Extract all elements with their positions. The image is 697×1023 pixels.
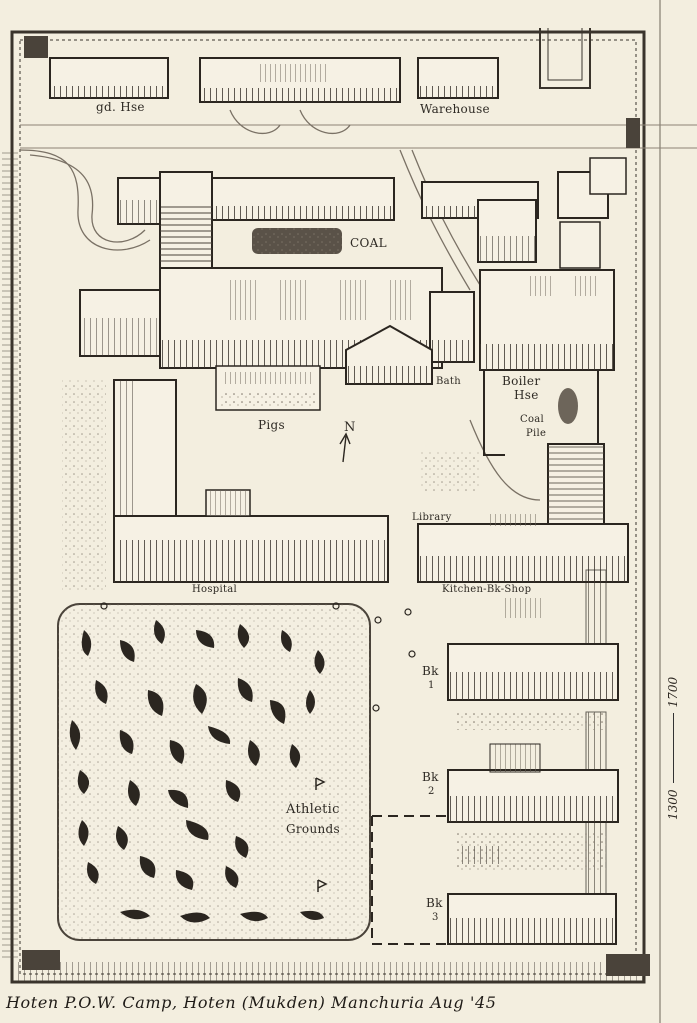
barracks-2-label-a: Bk <box>422 770 439 784</box>
athletic-grounds <box>57 603 371 941</box>
coal-pile-label-1: Coal <box>520 414 545 425</box>
library-label: Library <box>412 512 452 523</box>
guard-tower-icons <box>22 36 650 976</box>
upper-right-buildings <box>421 157 627 269</box>
mess-building-top <box>207 177 395 221</box>
coal-heap <box>252 228 342 254</box>
gate-structure <box>539 28 591 89</box>
barracks-3-label-a: Bk <box>426 896 443 910</box>
boiler-yard-walls <box>483 370 599 456</box>
yard-stipple-center <box>420 452 480 492</box>
bath-label: Bath <box>436 376 461 387</box>
camp-roads <box>19 109 541 501</box>
athletic-grounds-label-1: Athletic <box>286 802 340 817</box>
small-shed-left <box>117 177 161 225</box>
pigs-label: Pigs <box>258 418 285 432</box>
kitchen-label: Kitchen-Bk-Shop <box>442 584 532 595</box>
barracks-1-label-a: Bk <box>422 664 439 678</box>
boiler-house-building <box>479 269 615 371</box>
hospital-building <box>113 379 389 583</box>
boiler-house-label-1: Boiler <box>502 374 541 388</box>
bath-house-building <box>345 324 433 385</box>
yard-stipple-left <box>62 380 106 590</box>
barracks-2-building <box>447 743 619 872</box>
north-arrow-icon <box>339 432 351 463</box>
barracks-2-label-b: 2 <box>428 786 435 797</box>
camp-wall <box>2 30 646 984</box>
tower-tall-right <box>547 443 605 531</box>
scale-left-value: 1300 <box>666 789 680 820</box>
hospital-label: Hospital <box>192 584 238 595</box>
barracks-3-label-b: 3 <box>432 912 439 923</box>
coal-pile-mark <box>558 388 578 424</box>
scale-annotation: 1300 1700 <box>666 677 680 820</box>
guard-house-label: gd. Hse <box>96 100 145 114</box>
warehouse-label: Warehouse <box>420 102 490 116</box>
barracks-top-building <box>199 57 401 103</box>
barracks-3-building <box>447 893 617 945</box>
pig-pen <box>215 365 321 411</box>
scale-divider <box>673 713 674 784</box>
map-caption: Hoten P.O.W. Camp, Hoten (Mukden) Manchu… <box>6 993 497 1012</box>
coal-label: COAL <box>350 236 387 250</box>
tall-block-left <box>159 171 213 273</box>
fence-posts <box>100 602 416 712</box>
coal-pile-label-2: Pile <box>526 428 547 439</box>
boiler-house-label-2: Hse <box>514 388 539 402</box>
guard-house-building <box>49 57 169 99</box>
scale-right-value: 1700 <box>666 676 680 708</box>
barracks-1-building <box>447 643 619 730</box>
warehouse-building <box>417 57 499 99</box>
north-label: N <box>344 420 356 435</box>
barracks-1-label-b: 1 <box>428 680 435 691</box>
athletic-grounds-label-2: Grounds <box>286 822 340 836</box>
yard-fence <box>371 815 448 945</box>
